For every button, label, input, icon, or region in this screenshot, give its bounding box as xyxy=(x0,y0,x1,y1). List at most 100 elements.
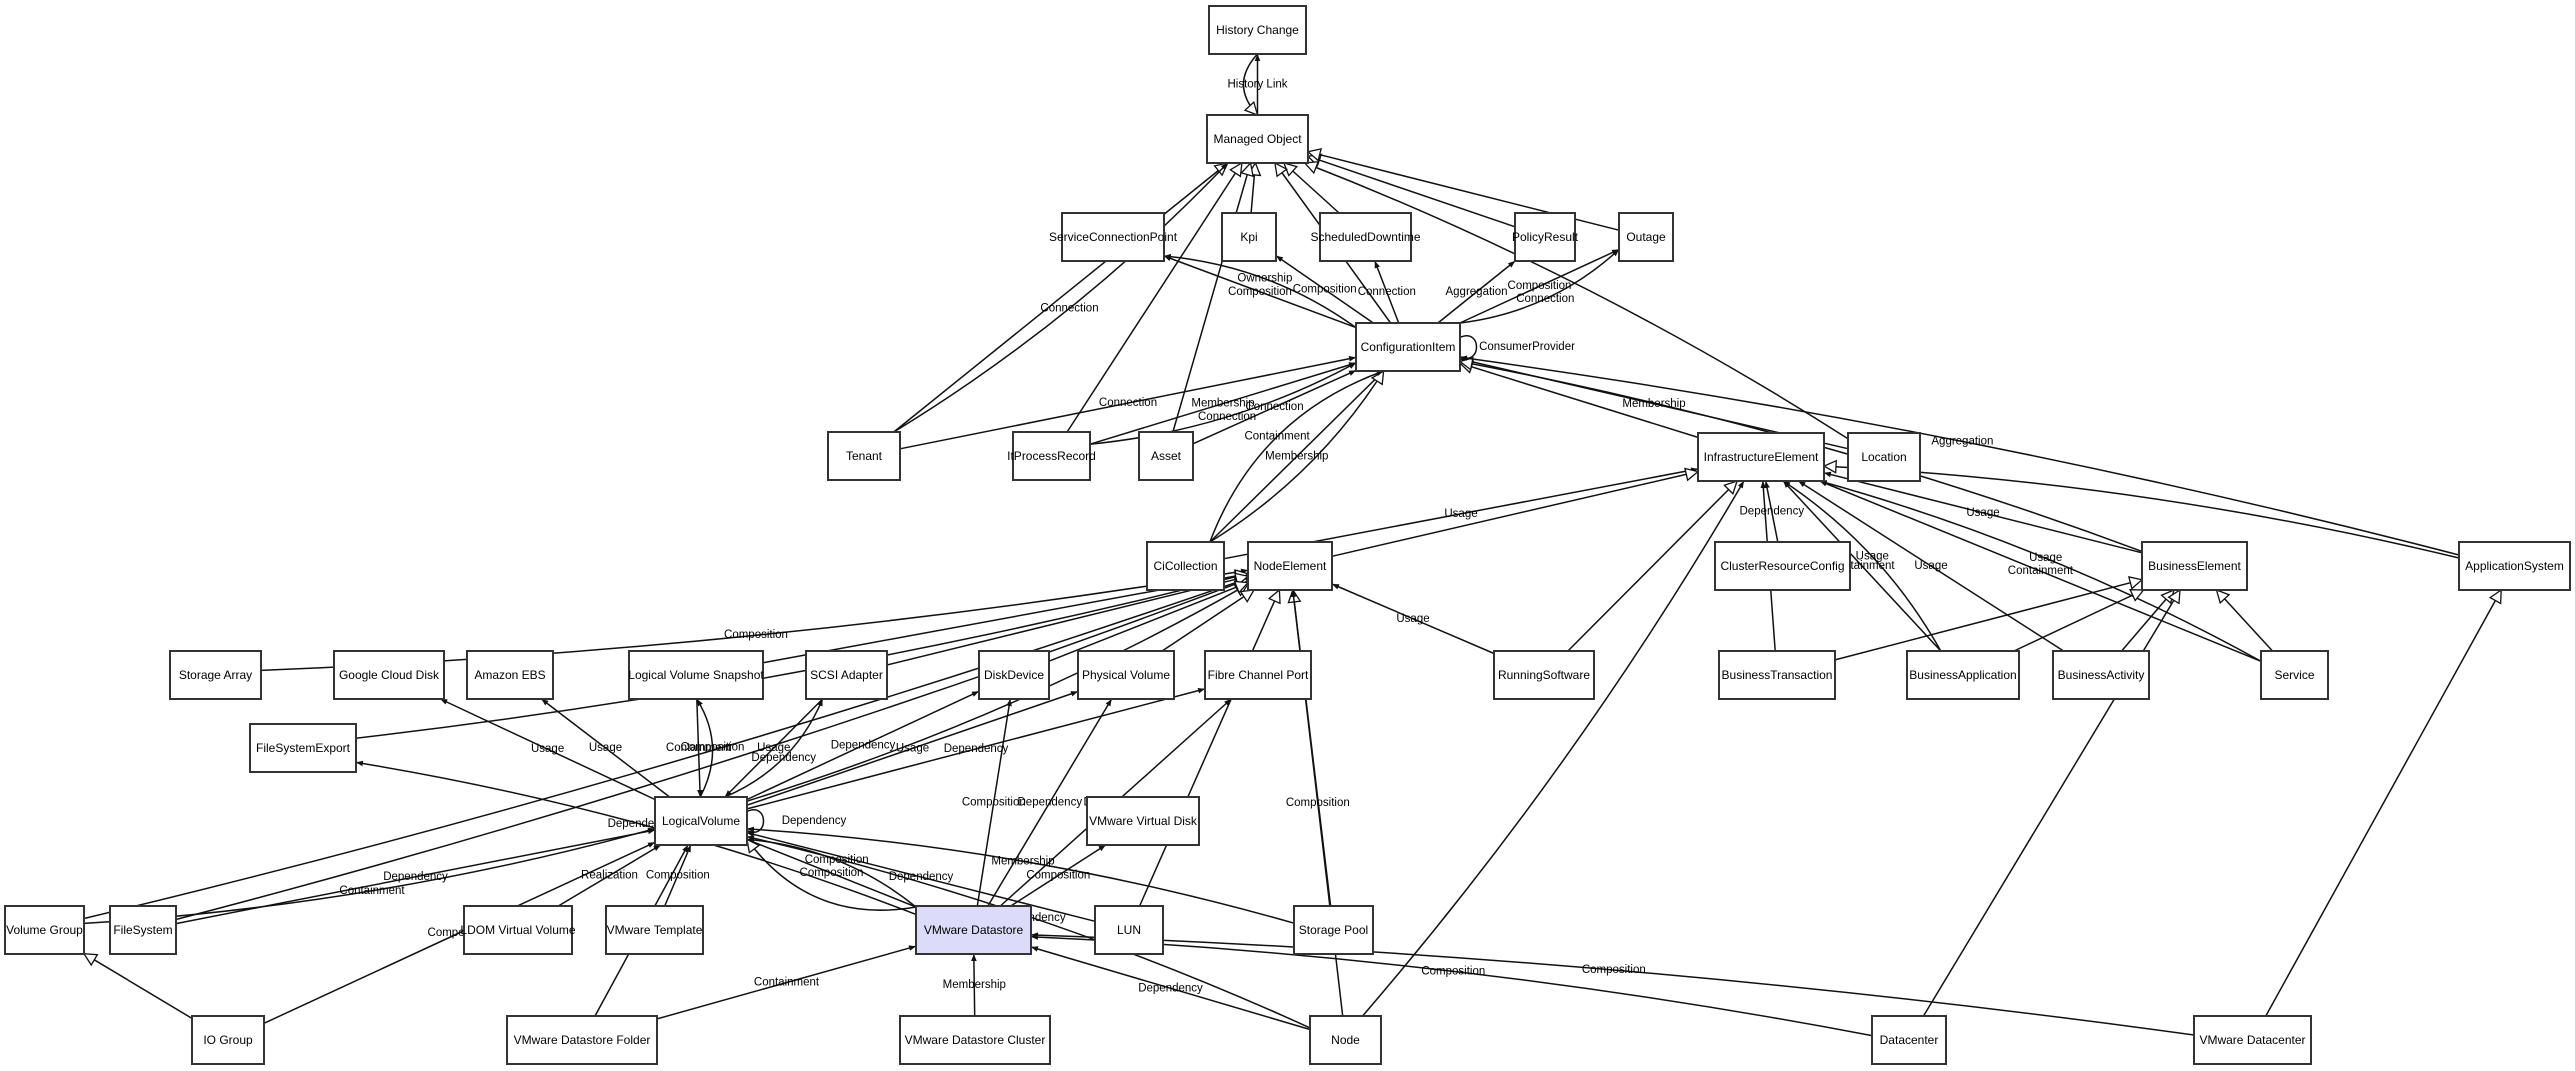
node-box[interactable] xyxy=(109,905,177,955)
node-box[interactable] xyxy=(333,650,445,700)
node-configuration-item[interactable]: ConfigurationItem xyxy=(1355,322,1461,372)
node-box[interactable] xyxy=(1718,650,1836,700)
node-vmware-datastore-cluster[interactable]: VMware Datastore Cluster xyxy=(899,1015,1051,1065)
node-box[interactable] xyxy=(1319,212,1412,262)
node-box[interactable] xyxy=(1146,541,1225,591)
node-logical-volume-snapshot[interactable]: Logical Volume Snapshot xyxy=(628,650,764,700)
node-box[interactable] xyxy=(2141,541,2248,591)
node-cluster-resource-config[interactable]: ClusterResourceConfig xyxy=(1714,541,1851,591)
node-vmware-datacenter[interactable]: VMware Datacenter xyxy=(2193,1015,2312,1065)
node-vmware-template[interactable]: VMware Template xyxy=(605,905,704,955)
node-storage-array[interactable]: Storage Array xyxy=(169,650,262,700)
node-iogroup[interactable]: IO Group xyxy=(191,1015,265,1065)
edge-label: Usage xyxy=(896,742,929,754)
node-ci-collection[interactable]: CiCollection xyxy=(1146,541,1225,591)
node-box[interactable] xyxy=(1138,431,1194,481)
node-box[interactable] xyxy=(628,650,764,700)
node-box[interactable] xyxy=(1293,905,1374,955)
node-box[interactable] xyxy=(1847,432,1921,482)
node-box[interactable] xyxy=(915,905,1032,955)
node-box[interactable] xyxy=(1618,212,1674,262)
node-physical-volume[interactable]: Physical Volume xyxy=(1077,650,1175,700)
node-box[interactable] xyxy=(1355,322,1461,372)
node-box[interactable] xyxy=(899,1015,1051,1065)
node-box[interactable] xyxy=(2052,650,2150,700)
node-kpi[interactable]: Kpi xyxy=(1221,212,1277,262)
node-box[interactable] xyxy=(1061,212,1165,262)
node-box[interactable] xyxy=(1094,905,1164,955)
node-box[interactable] xyxy=(506,1015,658,1065)
node-lun[interactable]: LUN xyxy=(1094,905,1164,955)
node-vmware-datastore[interactable]: VMware Datastore xyxy=(915,905,1032,955)
node-box[interactable] xyxy=(1012,431,1091,481)
node-service-connection-point[interactable]: ServiceConnectionPoint xyxy=(1049,212,1178,262)
node-box[interactable] xyxy=(978,650,1050,700)
node-application-system[interactable]: ApplicationSystem xyxy=(2458,541,2571,591)
node-box[interactable] xyxy=(2260,650,2329,700)
node-box[interactable] xyxy=(2193,1015,2312,1065)
node-datacenter[interactable]: Datacenter xyxy=(1871,1015,1947,1065)
node-box[interactable] xyxy=(2458,541,2571,591)
node-disk-device[interactable]: DiskDevice xyxy=(978,650,1050,700)
node-box[interactable] xyxy=(1221,212,1277,262)
node-node[interactable]: Node xyxy=(1309,1015,1382,1065)
node-box[interactable] xyxy=(463,905,573,955)
node-file-system-export[interactable]: FileSystemExport xyxy=(249,723,357,773)
node-box[interactable] xyxy=(805,650,888,700)
node-location[interactable]: Location xyxy=(1847,432,1921,482)
node-box[interactable] xyxy=(169,650,262,700)
node-scsiadapter[interactable]: SCSI Adapter xyxy=(805,650,888,700)
node-node-element[interactable]: NodeElement xyxy=(1247,541,1333,591)
edge-ItProcessRecord-to-ManagedObject xyxy=(1066,163,1242,433)
node-box[interactable] xyxy=(1871,1015,1947,1065)
node-business-application[interactable]: BusinessApplication xyxy=(1906,650,2020,700)
node-box[interactable] xyxy=(1309,1015,1382,1065)
node-running-software[interactable]: RunningSoftware xyxy=(1493,650,1595,700)
node-box[interactable] xyxy=(1204,650,1312,700)
node-fibre-channel-port[interactable]: Fibre Channel Port xyxy=(1204,650,1312,700)
node-box[interactable] xyxy=(1514,212,1576,262)
node-label: History Change xyxy=(1216,23,1299,37)
edge-Tenant-to-ManagedObject xyxy=(893,162,1229,433)
node-file-system[interactable]: FileSystem xyxy=(109,905,177,955)
node-box[interactable] xyxy=(1077,650,1175,700)
node-volume-group[interactable]: Volume Group xyxy=(4,905,85,955)
node-tenant[interactable]: Tenant xyxy=(827,431,901,481)
node-policy-result[interactable]: PolicyResult xyxy=(1512,212,1579,262)
node-asset[interactable]: Asset xyxy=(1138,431,1194,481)
node-service[interactable]: Service xyxy=(2260,650,2329,700)
edge-ApplicationSystem-to-ConfigurationItem xyxy=(1459,355,2460,556)
node-box[interactable] xyxy=(1906,650,2020,700)
node-vmware-virtual-disk[interactable]: VMware Virtual Disk xyxy=(1086,796,1200,846)
node-infrastructure-element[interactable]: InfrastructureElement xyxy=(1697,432,1825,482)
node-scheduled-downtime[interactable]: ScheduledDowntime xyxy=(1310,212,1421,262)
node-business-element[interactable]: BusinessElement xyxy=(2141,541,2248,591)
node-box[interactable] xyxy=(4,905,85,955)
node-box[interactable] xyxy=(1697,432,1825,482)
node-vmware-datastore-folder[interactable]: VMware Datastore Folder xyxy=(506,1015,658,1065)
node-box[interactable] xyxy=(249,723,357,773)
node-it-process-record[interactable]: ItProcessRecord xyxy=(1007,431,1096,481)
node-business-activity[interactable]: BusinessActivity xyxy=(2052,650,2150,700)
node-logical-volume[interactable]: LogicalVolume xyxy=(654,796,748,846)
node-box[interactable] xyxy=(827,431,901,481)
node-box[interactable] xyxy=(466,650,554,700)
node-box[interactable] xyxy=(1208,5,1307,55)
node-label: Kpi xyxy=(1240,230,1257,244)
node-google-cloud-disk[interactable]: Google Cloud Disk xyxy=(333,650,445,700)
node-history-change[interactable]: History Change xyxy=(1208,5,1307,55)
node-ldomvirtual-volume[interactable]: LDOM Virtual Volume xyxy=(460,905,576,955)
node-business-transaction[interactable]: BusinessTransaction xyxy=(1718,650,1836,700)
node-box[interactable] xyxy=(1493,650,1595,700)
node-box[interactable] xyxy=(1206,114,1309,164)
node-box[interactable] xyxy=(191,1015,265,1065)
node-outage[interactable]: Outage xyxy=(1618,212,1674,262)
node-box[interactable] xyxy=(1247,541,1333,591)
node-managed-object[interactable]: Managed Object xyxy=(1206,114,1309,164)
node-storage-pool[interactable]: Storage Pool xyxy=(1293,905,1374,955)
node-box[interactable] xyxy=(654,796,748,846)
node-amazon-ebs[interactable]: Amazon EBS xyxy=(466,650,554,700)
node-box[interactable] xyxy=(1086,796,1200,846)
node-box[interactable] xyxy=(1714,541,1851,591)
node-box[interactable] xyxy=(605,905,704,955)
